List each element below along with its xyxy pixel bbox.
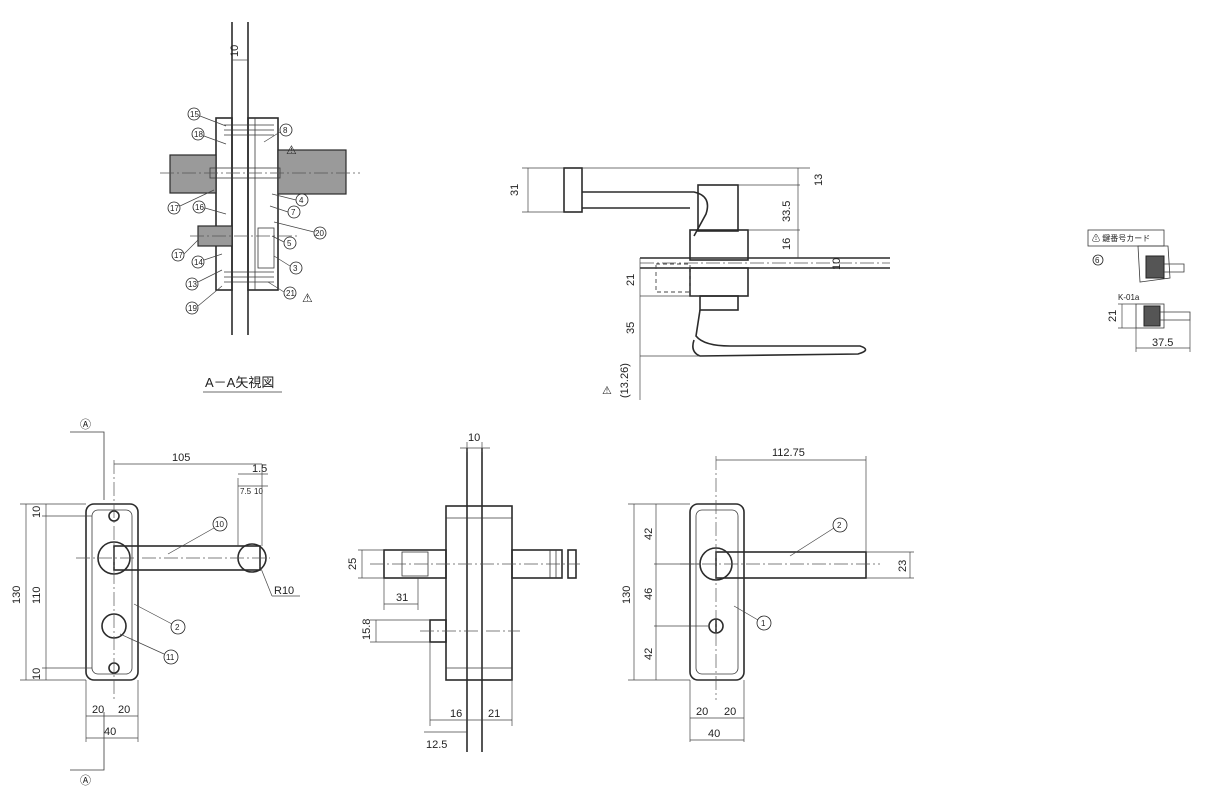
section-spring-top xyxy=(224,124,274,136)
svg-text:10: 10 xyxy=(31,668,43,680)
view-marker-top: Ⓐ xyxy=(80,418,91,431)
section-thickness-label: 10 xyxy=(229,45,241,57)
svg-text:17: 17 xyxy=(170,204,179,213)
front-left-view: Ⓐ Ⓐ 105 1.5 7.5 10 130 110 10 10 xyxy=(11,418,300,787)
svg-text:15.8: 15.8 xyxy=(361,619,373,640)
key-view: ⚠ 鍵番号カード 6 K-01a 21 37.5 xyxy=(1087,229,1191,352)
svg-text:20: 20 xyxy=(315,229,324,238)
section-inner-lever xyxy=(169,154,217,194)
svg-text:18: 18 xyxy=(194,130,203,139)
svg-text:10: 10 xyxy=(31,506,43,518)
svg-text:21: 21 xyxy=(488,708,500,720)
svg-text:6: 6 xyxy=(1095,256,1100,265)
svg-text:1: 1 xyxy=(761,619,766,628)
svg-text:1.5: 1.5 xyxy=(252,463,267,475)
revision-marker-2: ⚠ xyxy=(302,291,313,305)
svg-text:130: 130 xyxy=(11,586,23,604)
svg-text:21: 21 xyxy=(625,274,637,286)
svg-text:3: 3 xyxy=(293,264,298,273)
section-cylinder xyxy=(257,227,275,269)
svg-text:4: 4 xyxy=(299,196,304,205)
svg-text:⚠: ⚠ xyxy=(602,385,612,397)
section-outer-lever xyxy=(277,149,347,195)
section-spring-bottom xyxy=(224,271,274,283)
svg-text:15: 15 xyxy=(190,110,199,119)
svg-text:35: 35 xyxy=(625,322,637,334)
svg-text:17: 17 xyxy=(174,251,183,260)
section-view: 10 ⚠ ⚠ xyxy=(160,22,360,335)
svg-text:16: 16 xyxy=(781,238,793,250)
svg-text:10: 10 xyxy=(468,432,480,444)
svg-text:110: 110 xyxy=(31,586,43,604)
svg-text:13: 13 xyxy=(813,174,825,186)
section-title: A－A矢視図 xyxy=(205,375,274,390)
svg-text:20: 20 xyxy=(724,706,736,718)
svg-text:33.5: 33.5 xyxy=(781,201,793,222)
svg-text:46: 46 xyxy=(643,588,655,600)
svg-text:40: 40 xyxy=(104,726,116,738)
svg-text:31: 31 xyxy=(396,592,408,604)
svg-text:14: 14 xyxy=(194,258,203,267)
svg-text:11: 11 xyxy=(166,653,175,662)
svg-text:23: 23 xyxy=(897,560,909,572)
svg-text:7.5: 7.5 xyxy=(240,487,252,496)
svg-text:13: 13 xyxy=(188,280,197,289)
key-label: K-01a xyxy=(1118,293,1140,302)
svg-text:16: 16 xyxy=(195,203,204,212)
side-view: 31 13 33.5 16 10 21 35 (13.26) ⚠ xyxy=(509,167,890,400)
middle-view: 10 25 31 15.8 16 21 12.5 xyxy=(347,432,580,752)
svg-text:10: 10 xyxy=(831,258,843,270)
svg-text:10: 10 xyxy=(215,520,224,529)
svg-text:19: 19 xyxy=(188,304,197,313)
section-inner-plate xyxy=(215,117,233,291)
svg-text:25: 25 xyxy=(347,558,359,570)
svg-text:20: 20 xyxy=(118,704,130,716)
view-marker-bottom: Ⓐ xyxy=(80,774,91,787)
svg-text:42: 42 xyxy=(643,528,655,540)
svg-text:5: 5 xyxy=(287,239,292,248)
svg-text:R10: R10 xyxy=(274,585,294,597)
svg-text:37.5: 37.5 xyxy=(1152,337,1173,349)
svg-text:130: 130 xyxy=(621,586,633,604)
svg-text:105: 105 xyxy=(172,452,190,464)
svg-text:21: 21 xyxy=(286,289,295,298)
svg-text:8: 8 xyxy=(283,126,288,135)
svg-text:10: 10 xyxy=(254,487,263,496)
svg-text:40: 40 xyxy=(708,728,720,740)
section-balloons: 15 18 8 17 16 4 7 20 5 17 14 13 3 21 19 xyxy=(167,107,327,315)
svg-text:112.75: 112.75 xyxy=(772,447,805,459)
svg-text:42: 42 xyxy=(643,648,655,660)
svg-text:20: 20 xyxy=(696,706,708,718)
svg-text:20: 20 xyxy=(92,704,104,716)
svg-text:12.5: 12.5 xyxy=(426,739,447,751)
svg-text:16: 16 xyxy=(450,708,462,720)
svg-text:7: 7 xyxy=(291,208,296,217)
svg-text:2: 2 xyxy=(837,521,842,530)
svg-text:31: 31 xyxy=(509,184,521,196)
front-right-view: 112.75 130 42 46 42 23 20 20 40 2 1 xyxy=(621,447,914,742)
svg-text:21: 21 xyxy=(1107,310,1119,322)
key-tag-text: ⚠ 鍵番号カード xyxy=(1092,233,1150,243)
svg-text:2: 2 xyxy=(175,623,180,632)
revision-marker-1: ⚠ xyxy=(286,143,297,157)
svg-text:(13.26): (13.26) xyxy=(619,363,631,398)
section-housing xyxy=(247,117,279,291)
